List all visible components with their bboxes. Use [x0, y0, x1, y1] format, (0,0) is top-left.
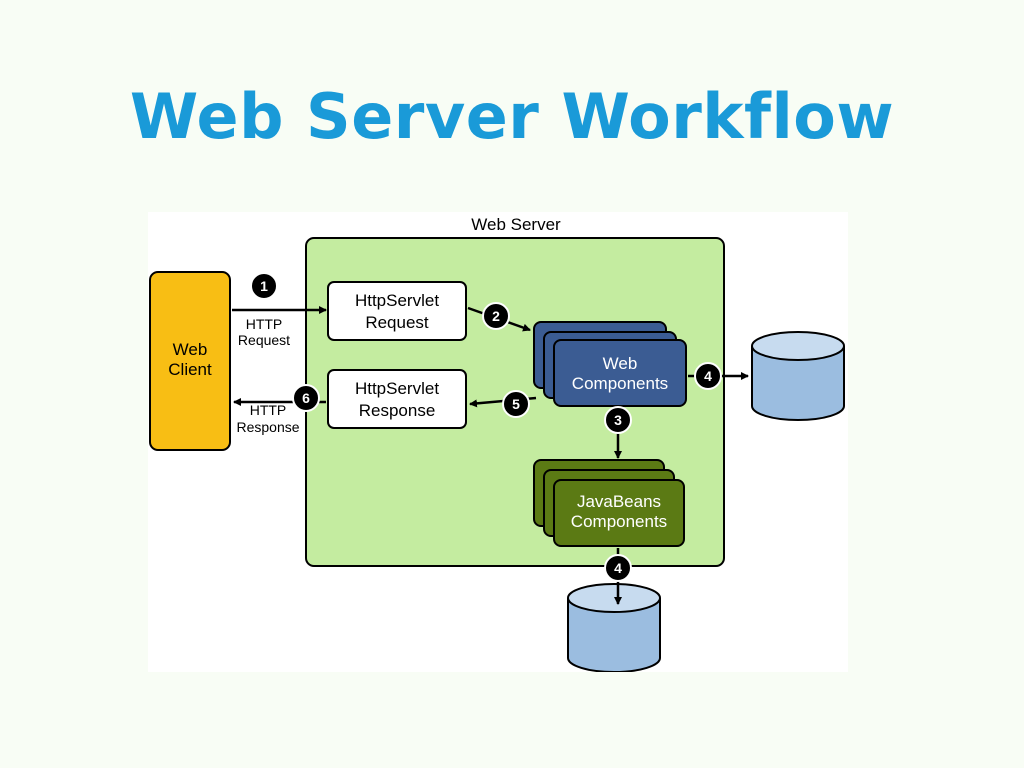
httpservlet-response-box — [327, 369, 467, 429]
httpservlet-response-line1: HttpServlet — [355, 379, 439, 398]
step-badge-5: 5 — [502, 390, 530, 418]
web-client-label-line1: Web — [173, 340, 208, 359]
http-request-label-line1: HTTP — [246, 316, 283, 332]
web-components-line2: Components — [572, 374, 668, 393]
step-badge-2: 2 — [482, 302, 510, 330]
httpservlet-request-line1: HttpServlet — [355, 291, 439, 310]
http-response-label-line1: HTTP — [250, 402, 287, 418]
httpservlet-request-line2: Request — [365, 313, 429, 332]
step-badge-3: 3 — [604, 406, 632, 434]
web-server-label: Web Server — [471, 215, 561, 234]
svg-text:1: 1 — [260, 278, 268, 294]
diagram-panel: Web Server Web Client HttpServlet Reques… — [148, 212, 848, 672]
database-right-icon — [751, 331, 845, 421]
http-request-label-line2: Request — [238, 332, 290, 348]
svg-text:4: 4 — [704, 368, 712, 384]
step-badge-4-right: 4 — [694, 362, 722, 390]
step-badge-4-bottom: 4 — [604, 554, 632, 582]
web-components-stack — [533, 321, 687, 407]
step-badge-6: 6 — [292, 384, 320, 412]
page-title: Web Server Workflow — [129, 80, 895, 153]
database-bottom-icon — [567, 583, 661, 672]
web-client-label-line2: Client — [168, 360, 212, 379]
svg-text:3: 3 — [614, 412, 622, 428]
web-server-diagram: Web Server Web Client HttpServlet Reques… — [149, 215, 845, 672]
http-response-label-line2: Response — [236, 419, 299, 435]
svg-text:2: 2 — [492, 308, 500, 324]
svg-text:6: 6 — [302, 390, 310, 406]
svg-text:5: 5 — [512, 396, 520, 412]
javabeans-components-stack — [533, 459, 685, 547]
svg-text:4: 4 — [614, 560, 622, 576]
javabeans-line2: Components — [571, 512, 667, 531]
httpservlet-response-line2: Response — [359, 401, 436, 420]
step-badge-1: 1 — [250, 272, 278, 300]
web-client-box — [149, 271, 231, 451]
web-components-line1: Web — [603, 354, 638, 373]
httpservlet-request-box — [327, 281, 467, 341]
javabeans-line1: JavaBeans — [577, 492, 661, 511]
